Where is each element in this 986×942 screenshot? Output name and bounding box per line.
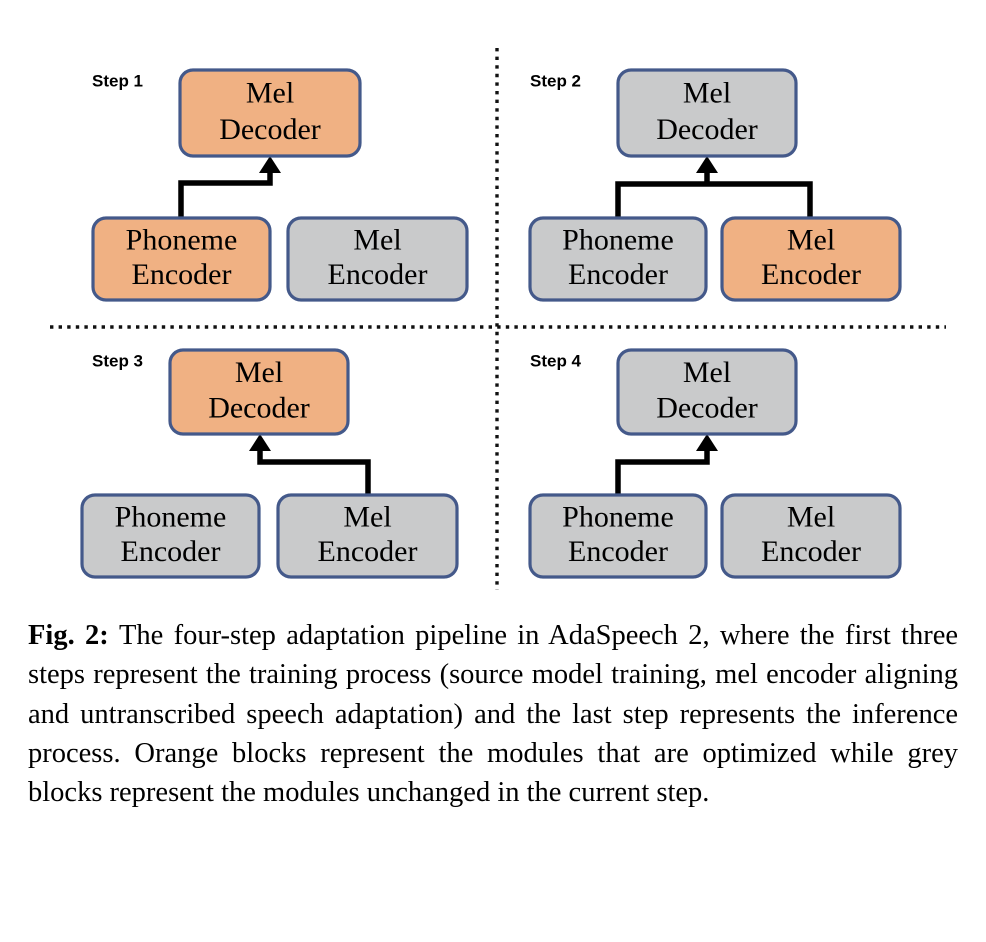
arrowhead-step-4 (696, 434, 718, 451)
step-label-step-2: Step 2 (530, 71, 581, 90)
block-rect-phoneme-encoder[interactable] (528, 216, 708, 302)
caption-body-text: The four-step adaptation pipeline in Ada… (28, 620, 959, 809)
caption-separator: : (99, 620, 109, 651)
connector-step-3 (257, 444, 371, 495)
connector-step-4 (615, 444, 710, 495)
block-label-mel-decoder-line2: Decoder (656, 391, 758, 424)
step-label-step-1: Step 1 (92, 71, 143, 90)
block-label-mel-encoder-line2: Encoder (761, 258, 861, 291)
arrowhead-step-1 (259, 156, 281, 173)
block-label-phoneme-encoder-line1: Phoneme (126, 223, 238, 256)
dividers-layer (50, 48, 946, 590)
block-label-phoneme-encoder-line2: Encoder (132, 258, 232, 291)
block-rect-phoneme-encoder[interactable] (80, 493, 261, 579)
block-label-phoneme-encoder-line2: Encoder (568, 535, 668, 568)
block-label-phoneme-encoder-line2: Encoder (121, 535, 221, 568)
connector-step-1 (178, 166, 273, 218)
block-label-mel-encoder-line2: Encoder (328, 258, 428, 291)
block-label-phoneme-encoder-line1: Phoneme (562, 500, 674, 533)
block-rect-mel-encoder[interactable] (276, 493, 459, 579)
block-rect-mel-decoder[interactable] (168, 348, 350, 436)
block-label-mel-encoder-line1: Mel (343, 500, 391, 533)
block-rect-mel-decoder[interactable] (616, 348, 798, 436)
block-label-phoneme-encoder-line2: Encoder (568, 258, 668, 291)
block-label-mel-decoder-line2: Decoder (656, 113, 758, 146)
block-label-mel-decoder-line1: Mel (235, 356, 283, 389)
caption-tag: Fig. 2 (28, 620, 100, 651)
block-rect-mel-decoder[interactable] (178, 68, 362, 158)
block-label-mel-decoder-line2: Decoder (208, 391, 310, 424)
connector-step-2 (615, 166, 813, 218)
block-label-mel-encoder-line1: Mel (353, 223, 401, 256)
caption-text (109, 620, 119, 651)
step-label-step-4: Step 4 (530, 351, 582, 370)
block-label-mel-encoder-line1: Mel (787, 223, 835, 256)
block-rect-mel-encoder[interactable] (720, 216, 902, 302)
block-label-mel-decoder-line2: Decoder (219, 113, 321, 146)
arrowhead-step-2 (696, 156, 718, 173)
block-rect-mel-encoder[interactable] (286, 216, 469, 302)
step-label-step-3: Step 3 (92, 351, 143, 370)
block-label-mel-decoder-line1: Mel (683, 356, 731, 389)
block-rect-phoneme-encoder[interactable] (528, 493, 708, 579)
block-label-mel-decoder-line1: Mel (683, 77, 731, 110)
arrowhead-step-3 (249, 434, 271, 451)
block-label-mel-encoder-line1: Mel (787, 500, 835, 533)
block-label-mel-decoder-line1: Mel (246, 77, 294, 110)
figure-caption: Fig. 2: The four-step adaptation pipelin… (28, 616, 958, 813)
block-rect-phoneme-encoder[interactable] (91, 216, 272, 302)
block-rect-mel-encoder[interactable] (720, 493, 902, 579)
block-rect-mel-decoder[interactable] (616, 68, 798, 158)
block-label-mel-encoder-line2: Encoder (318, 535, 418, 568)
block-label-mel-encoder-line2: Encoder (761, 535, 861, 568)
block-label-phoneme-encoder-line1: Phoneme (562, 223, 674, 256)
block-label-phoneme-encoder-line1: Phoneme (115, 500, 227, 533)
